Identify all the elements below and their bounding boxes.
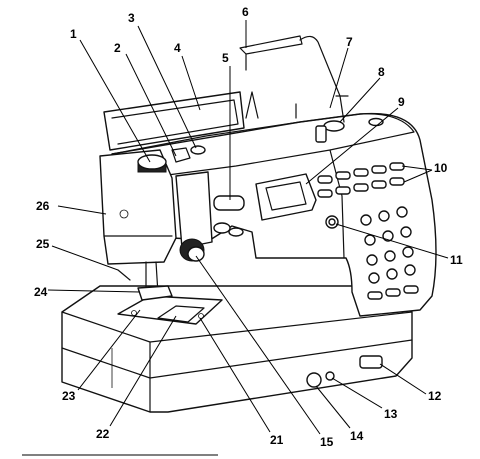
stitch-dial xyxy=(137,154,167,173)
callout-25: 25 xyxy=(36,237,50,251)
lcd-screen xyxy=(255,173,317,221)
face-plate xyxy=(99,149,177,265)
keypad xyxy=(325,206,419,300)
callout-5: 5 xyxy=(222,51,229,65)
hand-wheel xyxy=(179,238,205,262)
function-keys xyxy=(317,162,405,198)
callout-3: 3 xyxy=(128,11,135,25)
callout-22: 22 xyxy=(96,427,110,441)
callout-4: 4 xyxy=(174,41,181,55)
callout-9: 9 xyxy=(398,95,405,109)
callout-8: 8 xyxy=(378,65,385,79)
callout-24: 24 xyxy=(34,285,48,299)
needle-presser-foot xyxy=(117,261,173,301)
bobbin-winder xyxy=(315,117,384,143)
callout-12: 12 xyxy=(428,389,442,403)
callout-1: 1 xyxy=(70,27,77,41)
callout-15: 15 xyxy=(320,435,334,449)
callout-labels: 1 2 3 4 5 6 7 8 9 10 11 12 13 14 15 21 2… xyxy=(34,5,463,449)
needle-bar-housing xyxy=(175,171,245,249)
callout-13: 13 xyxy=(384,407,398,421)
callout-21: 21 xyxy=(270,433,284,447)
thread-guide-assembly xyxy=(239,35,349,123)
callout-6: 6 xyxy=(242,5,249,19)
side-controls xyxy=(306,355,383,388)
callout-10: 10 xyxy=(434,161,448,175)
needle-plate xyxy=(117,295,223,325)
callout-2: 2 xyxy=(114,41,121,55)
callout-7: 7 xyxy=(346,35,353,49)
leader-lines xyxy=(47,20,449,435)
thread-take-up xyxy=(171,145,206,163)
callout-11: 11 xyxy=(450,253,463,267)
top-cover-lid xyxy=(103,91,245,151)
callout-14: 14 xyxy=(350,429,364,443)
callout-26: 26 xyxy=(36,199,50,213)
callout-23: 23 xyxy=(62,389,76,403)
